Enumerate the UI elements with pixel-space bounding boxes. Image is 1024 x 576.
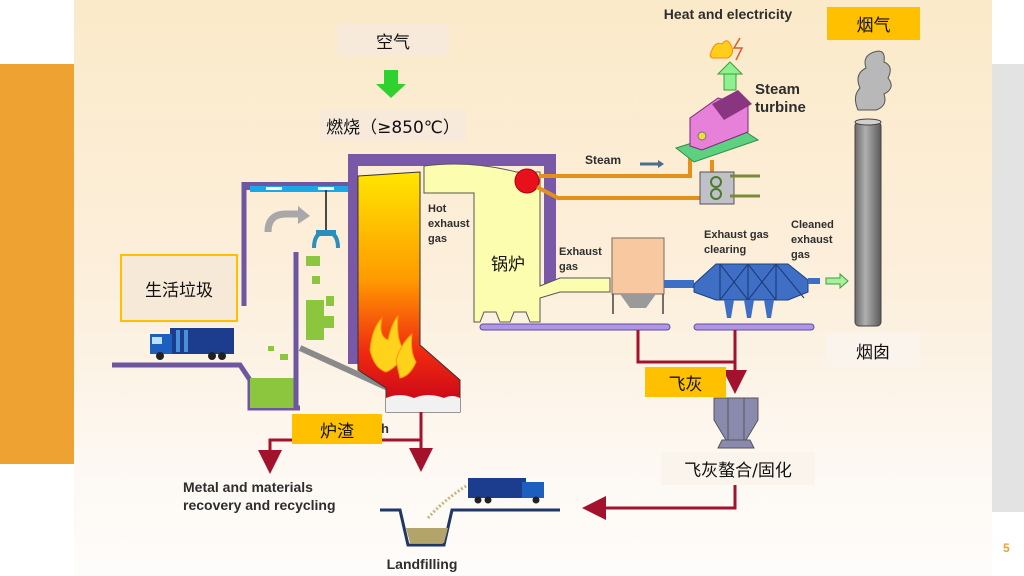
label-heat-electricity: Heat and electricity [664,6,793,22]
steam-turbine [674,90,760,163]
label-metal-recovery-1: Metal and materials [183,479,313,495]
label-fly-ash: 飞灰 [645,367,726,397]
bag-filter [611,237,665,314]
furnace [348,154,556,413]
steam-pipes [536,156,714,200]
fly-ash-silo [713,397,759,449]
exhaust-gas-cleaning-unit [664,263,849,331]
condenser [699,171,760,205]
label-exhaust-clearing-1: Exhaust gas [704,229,769,241]
label-combustion: 燃烧（≥850℃） [320,109,466,141]
label-exhaust-1: Exhaust [559,246,602,258]
chimney [854,50,892,327]
landfill [380,478,560,547]
label-air: 空气 [337,24,449,56]
label-ash-partial: h [381,421,389,436]
label-hot-exhaust-3: gas [428,233,447,245]
label-boiler: 锅炉 [491,254,525,275]
label-household-waste: 生活垃圾 [120,254,238,322]
slide-page-number: 5 [1003,541,1010,555]
label-flue-gas: 烟气 [827,7,920,40]
boiler [423,163,671,331]
air-inlet-arrow [376,70,406,98]
label-cleaned-1: Cleaned [791,219,834,231]
label-landfilling: Landfilling [387,556,458,572]
label-steam-turbine-1: Steam [755,81,800,98]
label-metal-recovery-2: recovery and recycling [183,497,336,513]
garbage-truck-icon [150,328,234,360]
heat-electricity-icon [709,37,744,91]
label-cleaned-2: exhaust [791,234,833,246]
label-chimney: 烟囱 [826,333,920,367]
label-exhaust-2: gas [559,261,578,273]
label-fly-ash-treatment: 飞灰螯合/固化 [661,452,815,485]
steam-flow-arrow-head [658,160,664,168]
label-cleaned-3: gas [791,249,810,261]
label-hot-exhaust-1: Hot [428,203,447,215]
label-slag: 炉渣 [292,414,382,444]
label-steam: Steam [585,153,621,167]
label-hot-exhaust-2: exhaust [428,218,470,230]
slide-accent-bar-left [0,64,74,464]
label-exhaust-clearing-2: clearing [704,244,746,256]
waste-bunker [112,182,390,411]
label-steam-turbine-2: turbine [755,99,806,116]
slide-accent-bar-right [992,64,1024,512]
